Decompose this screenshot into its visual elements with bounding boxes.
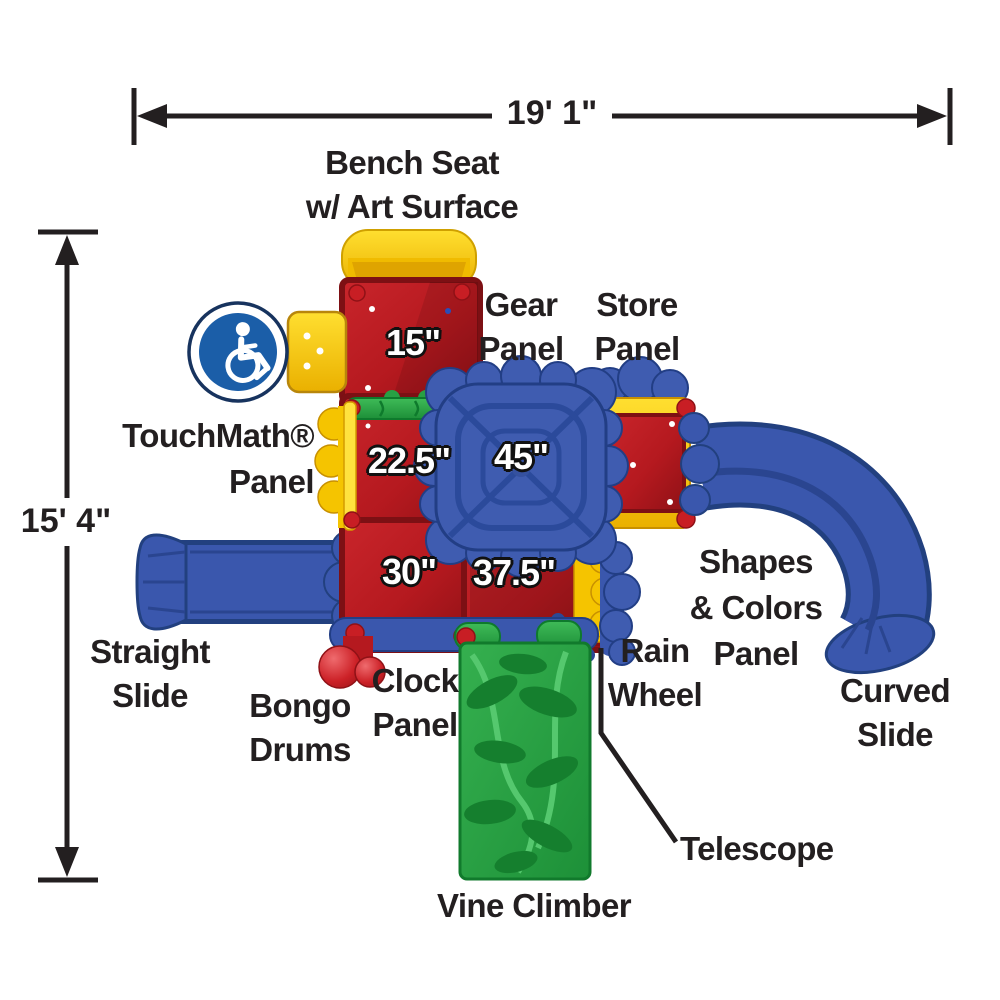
yellow-climber-strip-left xyxy=(314,401,361,531)
vine-climber-label: Vine Climber xyxy=(437,887,632,924)
width-dimension-line xyxy=(131,88,953,145)
gear-panel-label: Gear Panel xyxy=(478,286,564,367)
telescope-leader-line xyxy=(598,648,679,844)
store-panel-label: Store Panel xyxy=(594,286,680,367)
curved-slide-label: Curved Slide xyxy=(839,672,951,753)
curved-slide-shape xyxy=(678,412,936,675)
bongo-drums-shape xyxy=(318,636,386,689)
touchmath-panel-label: TouchMath® Panel xyxy=(122,417,314,500)
telescope-label: Telescope xyxy=(680,830,834,867)
deck-15-measurement: 15" xyxy=(385,322,441,363)
width-dimension-label: 19' 1" xyxy=(506,94,598,132)
height-dimension-label: 15' 4" xyxy=(20,502,112,540)
deck-30-measurement: 30" xyxy=(381,551,437,592)
straight-slide-label: Straight Slide xyxy=(90,633,210,714)
touchmath-panel-shape xyxy=(286,310,348,394)
vine-climber-shape xyxy=(458,641,592,881)
bench-seat-label: Bench Seat w/ Art Surface xyxy=(305,144,519,225)
rain-wheel-label: Rain Wheel xyxy=(607,632,703,713)
bongo-drums-label: Bongo Drums xyxy=(249,687,351,768)
shapes-colors-panel-label: Shapes & Colors Panel xyxy=(689,543,823,672)
clock-panel-label: Clock Panel xyxy=(371,662,459,743)
deck-37-5-measurement: 37.5" xyxy=(472,552,556,593)
deck-22-5-measurement: 22.5" xyxy=(367,440,451,481)
web-45-measurement: 45" xyxy=(493,436,549,477)
height-dimension-line xyxy=(38,229,98,883)
wheelchair-accessible-icon xyxy=(187,301,289,403)
web-climber-45-shape xyxy=(413,355,629,578)
